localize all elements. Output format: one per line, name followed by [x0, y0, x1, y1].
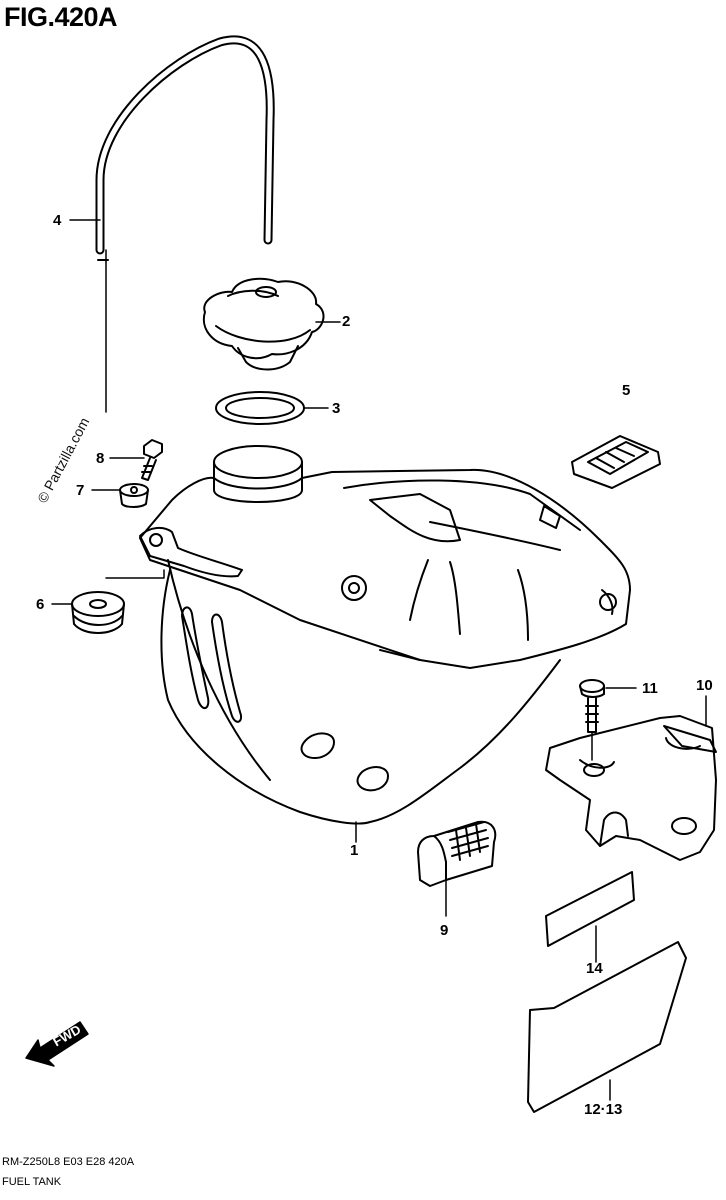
callout-7: 7 — [76, 482, 85, 499]
callout-1: 1 — [350, 842, 359, 859]
breather-hose — [95, 35, 275, 413]
tank-bolt — [141, 439, 163, 481]
callout-9: 9 — [440, 922, 449, 939]
callout-4: 4 — [53, 212, 62, 229]
callout-8: 8 — [96, 450, 105, 467]
callout-11: 11 — [642, 680, 658, 697]
tank-collar — [119, 483, 149, 508]
callout-5: 5 — [622, 382, 631, 399]
hose-clip — [417, 820, 497, 887]
warning-label-large — [527, 941, 687, 1113]
callout-10: 10 — [696, 677, 713, 694]
cap-gasket — [215, 391, 305, 425]
forward-arrow-icon — [25, 1021, 89, 1067]
callout-2: 2 — [342, 313, 351, 330]
callout-3: 3 — [332, 400, 341, 417]
figure-title: FIG.420A — [4, 2, 118, 32]
footer-model-code: RM-Z250L8 E03 E28 420A — [2, 1156, 135, 1168]
tank-cushion — [71, 569, 165, 634]
callout-12-13: 12·13 — [584, 1101, 623, 1118]
fuel-tank — [139, 445, 631, 825]
callout-6: 6 — [36, 596, 45, 613]
callout-14: 14 — [586, 960, 603, 977]
leader-lines — [51, 219, 707, 1101]
footer-section-name: FUEL TANK — [2, 1176, 62, 1188]
bracket-screw — [579, 679, 605, 761]
warning-label-small — [545, 871, 635, 947]
tank-bracket — [545, 715, 717, 861]
fuel-strap — [571, 435, 661, 489]
fuel-cap — [202, 277, 325, 371]
